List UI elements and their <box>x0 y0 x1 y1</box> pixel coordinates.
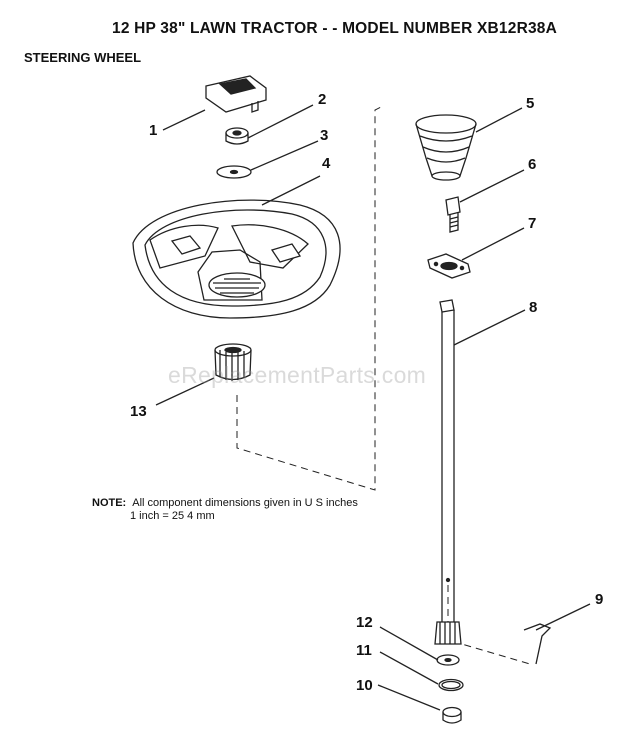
callout-11: 11 <box>356 642 372 659</box>
part-2-nut-icon <box>225 127 249 145</box>
leader-1 <box>162 109 206 131</box>
callout-6: 6 <box>528 156 536 173</box>
part-5-boot-icon <box>415 114 477 181</box>
note-line-1: All component dimensions given in U S in… <box>132 497 358 509</box>
part-3-washer-icon <box>216 165 252 179</box>
part-1-cap-icon <box>205 75 267 113</box>
callout-13: 13 <box>130 403 147 420</box>
callout-7: 7 <box>528 215 536 232</box>
part-8-shaft-icon <box>439 299 455 622</box>
note-label: NOTE: <box>92 497 127 509</box>
callout-3: 3 <box>320 127 328 144</box>
part-10-ring-icon <box>438 678 464 692</box>
leader-5 <box>475 107 523 133</box>
part-4-steering-wheel-icon <box>132 199 341 319</box>
leader-2 <box>247 104 314 139</box>
part-7-flange-icon <box>427 253 471 279</box>
part-6-bolt-icon <box>445 196 461 233</box>
part-11-washer-icon <box>436 654 460 666</box>
callout-12: 12 <box>356 614 373 631</box>
callout-1: 1 <box>149 122 157 139</box>
callout-2: 2 <box>318 91 326 108</box>
section-title: STEERING WHEEL <box>24 50 142 65</box>
assembly-dash-left <box>236 105 384 491</box>
watermark: eReplacementParts.com <box>168 362 427 388</box>
callout-5: 5 <box>526 95 534 112</box>
leader-3 <box>250 140 319 171</box>
leader-7 <box>461 227 525 261</box>
part-12-gear-icon <box>434 621 462 645</box>
callout-9: 9 <box>595 591 603 608</box>
leader-4 <box>261 175 321 206</box>
leader-11 <box>379 651 439 685</box>
diagram-title: 12 HP 38" LAWN TRACTOR - - MODEL NUMBER … <box>112 20 557 37</box>
leader-8 <box>453 309 526 346</box>
callout-4: 4 <box>322 155 331 172</box>
leader-9 <box>535 603 591 631</box>
leader-13 <box>155 377 215 406</box>
note-line-2: 1 inch = 25 4 mm <box>130 510 215 522</box>
dimension-note: NOTE: All component dimensions given in U… <box>92 497 358 523</box>
part-9-end-cap-icon <box>442 706 462 724</box>
assembly-dash-right <box>447 585 531 665</box>
callout-10: 10 <box>356 677 373 694</box>
part-9-clip-icon <box>523 623 552 665</box>
leader-10 <box>377 684 441 711</box>
leader-6 <box>459 169 525 203</box>
callout-8: 8 <box>529 299 537 316</box>
leader-12 <box>379 626 439 661</box>
part-13-adapter-icon <box>214 343 252 381</box>
